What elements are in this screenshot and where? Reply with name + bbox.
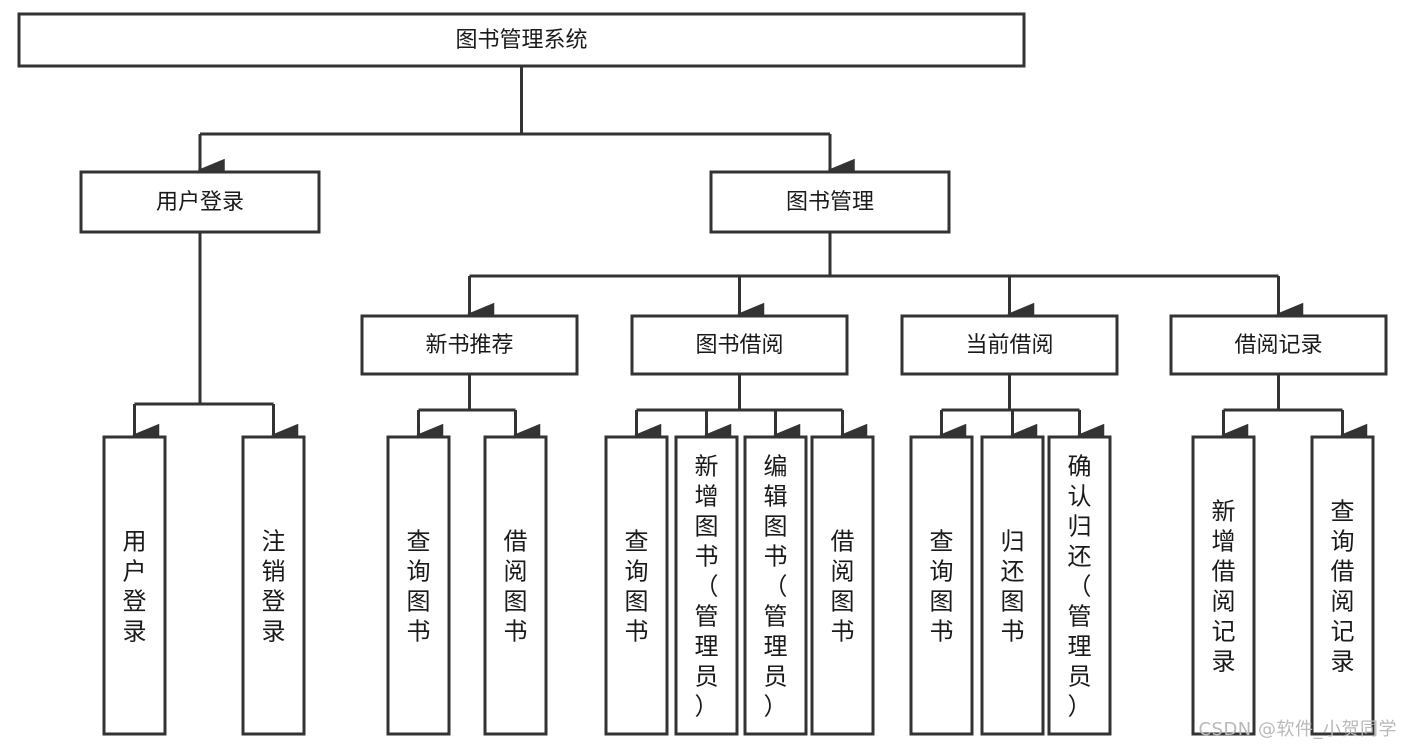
watermark-credit: CSDN @软件_小贺同学 (1198, 719, 1397, 740)
leaf-node-leaf-query-book-3[interactable]: 查询图书 (909, 435, 974, 736)
connector-edges (132, 66, 1368, 447)
leaf-node-leaf-add-borrow-record[interactable]: 新增借阅记录 (1191, 435, 1256, 736)
leaf-label: 新增借阅记录 (1212, 498, 1236, 676)
leaf-node-leaf-logout-login[interactable]: 注销登录 (241, 435, 306, 736)
leaf-label: 归还图书 (1001, 528, 1025, 646)
leaf-label: 注销登录 (262, 528, 286, 646)
leaf-node-leaf-confirm-return-admin[interactable]: 确认归还（管理员） (1047, 435, 1112, 736)
level3-node-borrow-record[interactable]: 借阅记录 (1169, 314, 1388, 376)
node-label: 借阅记录 (1234, 333, 1322, 358)
leaf-node-leaf-query-book-1[interactable]: 查询图书 (386, 435, 451, 736)
node-label: 图书管理 (786, 190, 874, 215)
root-node-root[interactable]: 图书管理系统 (17, 12, 1026, 68)
level3-node-current-borrow[interactable]: 当前借阅 (900, 314, 1119, 376)
node-label: 用户登录 (156, 190, 244, 215)
leaf-label: 查询借阅记录 (1331, 498, 1355, 676)
leaf-node-leaf-add-book-admin[interactable]: 新增图书（管理员） (674, 435, 739, 736)
leaf-label: 新增图书（管理员） (695, 453, 719, 721)
leaf-label: 借阅图书 (831, 528, 855, 646)
level3-node-book-borrow[interactable]: 图书借阅 (630, 314, 849, 376)
node-boxes: 图书管理系统用户登录图书管理新书推荐图书借阅当前借阅借阅记录用户登录注销登录查询… (17, 12, 1388, 736)
leaf-node-leaf-return-book[interactable]: 归还图书 (980, 435, 1045, 736)
leaf-label: 编辑图书（管理员） (764, 453, 788, 721)
leaf-node-leaf-user-login[interactable]: 用户登录 (102, 435, 167, 736)
level2-node-book-manage[interactable]: 图书管理 (709, 170, 951, 234)
leaf-node-leaf-borrow-book-2[interactable]: 借阅图书 (810, 435, 875, 736)
node-label: 图书借阅 (695, 333, 783, 358)
leaf-label: 查询图书 (930, 528, 954, 646)
node-label: 新书推荐 (425, 333, 513, 358)
leaf-label: 用户登录 (123, 528, 147, 646)
level2-node-user-login[interactable]: 用户登录 (79, 170, 321, 234)
leaf-label: 查询图书 (625, 528, 649, 646)
leaf-node-leaf-borrow-book-1[interactable]: 借阅图书 (483, 435, 548, 736)
leaf-label: 查询图书 (407, 528, 431, 646)
node-label: 当前借阅 (965, 333, 1053, 358)
leaf-node-leaf-edit-book-admin[interactable]: 编辑图书（管理员） (743, 435, 808, 736)
leaf-node-leaf-query-book-2[interactable]: 查询图书 (604, 435, 669, 736)
leaf-node-leaf-query-borrow-record[interactable]: 查询借阅记录 (1310, 435, 1375, 736)
level3-node-new-book-recommend[interactable]: 新书推荐 (360, 314, 579, 376)
node-label: 图书管理系统 (455, 28, 587, 53)
leaf-label: 借阅图书 (504, 528, 528, 646)
leaf-label: 确认归还（管理员） (1068, 453, 1092, 721)
